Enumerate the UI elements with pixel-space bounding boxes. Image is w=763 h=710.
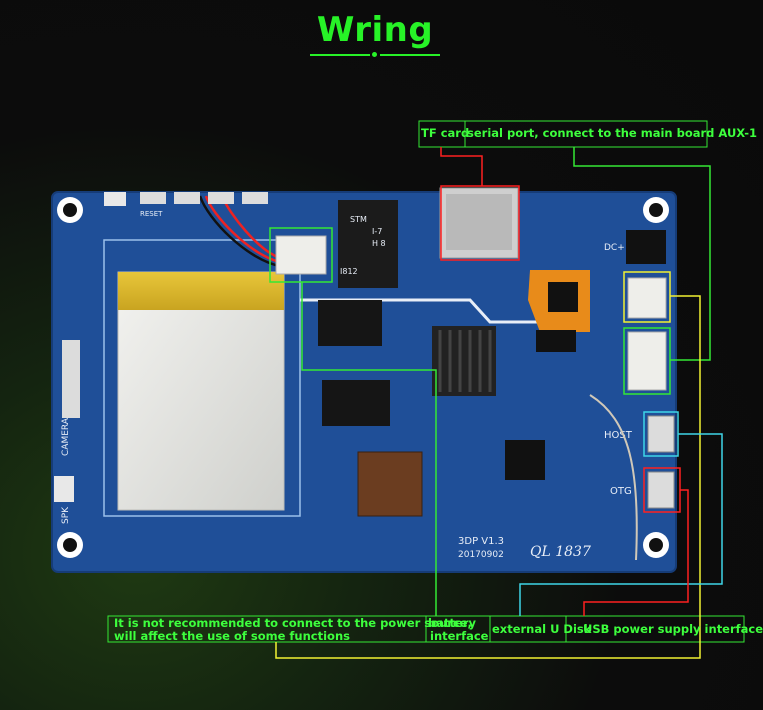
tf-card-leader [440,147,483,186]
usb-power-label-box [565,615,745,643]
serial-port-label: serial port, connect to the main board A… [467,126,757,140]
title-underline-right [380,54,440,56]
top-buttons: RESET [104,192,268,218]
battery-pack [117,195,285,511]
ram-chip [318,300,382,346]
yellow-connector-highlight [623,271,671,323]
serial-label-box [464,120,708,148]
battery-label-line2: interface [430,629,489,643]
battery-connector-highlight [269,227,333,283]
chip-label-1: STM [350,215,367,224]
power-warning-leader [275,295,701,659]
tf-card-highlight [440,185,520,261]
speaker-connector [54,476,74,502]
flex-chip [548,282,578,312]
chip-small-1 [536,330,576,352]
battery-leader [301,282,437,616]
title-underline-left [310,54,370,56]
power-warning-line2: will affect the use of some functions [114,629,350,643]
power-warning-line1: It is not recommended to connect to the … [114,616,472,630]
title-underline-dot [372,52,377,57]
usb-power-leader [583,489,689,616]
page-title: Wring [316,10,434,50]
serial-leader [573,147,711,361]
chip-label-4: I812 [340,267,358,276]
battery-connector [275,235,327,275]
board-id: QL 1837 [530,544,591,560]
camera-label: CAMERA [61,417,71,456]
antenna-cable [589,394,638,561]
board-name: 3DP V1.3 [458,536,504,547]
u-disk-leader [519,433,723,616]
dc-label: DC+ [604,243,625,253]
flash-chip [322,380,390,426]
main-chip: STM I-7 H 8 I812 [338,200,398,288]
tf-card-slot [439,187,519,259]
u-disk-label: external U Disk [492,622,592,636]
chip-label-2: I-7 [372,227,382,236]
camera-connector [62,340,80,418]
usb-power-label: USB power supply interface [583,622,763,636]
reset-label: RESET [140,210,163,218]
tf-card-label: TF card [421,126,470,140]
aux-connector [627,331,667,391]
serial-port-connector [627,277,667,319]
ribbon-cable [357,451,423,517]
otg-label: OTG [610,486,632,497]
serial-connector-highlight [623,327,671,395]
heatsink [432,326,496,396]
dc-jack [626,230,666,264]
spk-label: SPK [61,506,71,524]
battery-label-line1: battery [428,616,476,630]
host-label: HOST [604,430,633,441]
otg-usb-port [647,471,675,509]
host-usb-port [647,415,675,453]
chip-cpu-2 [505,440,545,480]
chip-label-3: H 8 [372,239,386,248]
board-date: 20170902 [458,550,504,560]
